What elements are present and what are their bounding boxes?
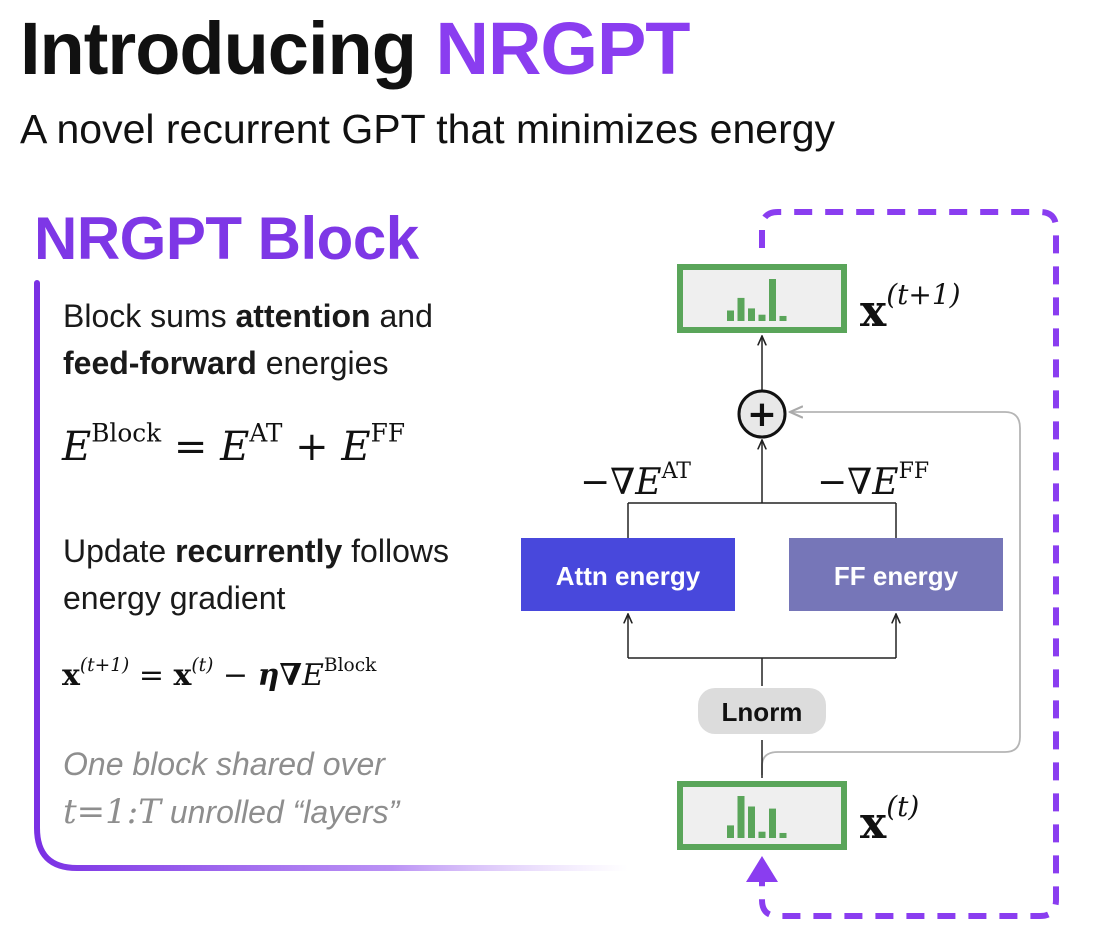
eq2-nabla: ∇ [279, 658, 302, 693]
shared-block-note: One block shared over t=1:T unrolled “lay… [63, 740, 483, 836]
state-bar [727, 825, 734, 838]
note-math: t=1:T [63, 792, 161, 832]
lnorm-pill [698, 688, 826, 734]
loop-arrowhead-icon [746, 856, 778, 882]
eq1-sup: FF [370, 418, 406, 448]
desc1-text: Block sums [63, 298, 236, 334]
note-line1: One block shared over [63, 746, 385, 782]
update-description: Update recurrently follows energy gradie… [63, 528, 503, 622]
panel-bracket [34, 280, 631, 871]
state-bar [758, 831, 766, 838]
ff-energy-box [789, 538, 1003, 611]
desc1-bold-feedforward: feed-forward [63, 345, 257, 381]
eq2-sup: Block [323, 655, 377, 677]
state-bottom-label: x(t) [860, 790, 919, 849]
page-title: Introducing NRGPT [20, 7, 691, 90]
eq2-sup: (t+1) [79, 655, 130, 677]
update-equation: x(t+1) = x(t) − η∇EBlock [62, 655, 377, 693]
desc2-text: Update [63, 533, 176, 569]
eq2-op: = [129, 658, 174, 693]
eq2-sup: (t) [191, 655, 214, 677]
eq2-eta: η [257, 658, 280, 693]
note-line2: unrolled “layers” [160, 794, 400, 830]
eq1-op: + [282, 424, 342, 470]
eq1-sup: AT [249, 418, 283, 448]
plus-icon: + [747, 394, 777, 435]
grad-ff-label: −∇EFF [817, 459, 929, 503]
desc2-text: follows energy gradient [63, 533, 449, 616]
state-bar [737, 796, 745, 838]
desc1-text: and [370, 298, 433, 334]
state-bar [737, 297, 745, 321]
eq1-sup: Block [91, 418, 162, 448]
title-highlight: NRGPT [435, 7, 691, 90]
eq1-term: E [62, 424, 92, 470]
state-bar [758, 314, 766, 321]
block-title: NRGPT Block [34, 205, 419, 272]
eq2-op: − [213, 658, 258, 693]
page-subtitle: A novel recurrent GPT that minimizes ene… [20, 106, 836, 152]
lnorm-label: Lnorm [722, 697, 803, 727]
eq2-term: x [173, 658, 192, 693]
energy-equation: EBlock = EAT + EFF [62, 421, 405, 470]
state-bar [727, 310, 734, 321]
title-prefix: Introducing [20, 7, 417, 90]
state-bar [779, 315, 787, 321]
state-top-label: x(t+1) [860, 278, 961, 337]
eq2-term: E [302, 658, 324, 693]
state-bar [769, 808, 776, 838]
ff-energy-label: FF energy [834, 561, 959, 591]
state-bar [748, 806, 755, 838]
state-bar [769, 279, 776, 321]
grad-at-label: −∇EAT [580, 459, 691, 503]
desc2-bold-recurrently: recurrently [175, 533, 343, 569]
eq1-op: = [161, 424, 221, 470]
desc1-text: energies [256, 345, 389, 381]
state-top-bars [727, 279, 787, 321]
sum-node [737, 389, 787, 439]
eq2-term: x [62, 658, 80, 693]
desc1-bold-attention: attention [235, 298, 371, 334]
attn-energy-box [521, 538, 735, 611]
eq1-term: E [341, 424, 371, 470]
state-bar [779, 832, 787, 838]
state-bar [748, 308, 755, 321]
recurrent-loop [759, 209, 1059, 919]
eq1-term: E [220, 424, 250, 470]
state-bottom-bars [727, 796, 787, 838]
block-description: Block sums attention and feed-forward en… [63, 293, 503, 387]
residual-connection [761, 412, 1021, 775]
attn-energy-label: Attn energy [556, 561, 701, 591]
